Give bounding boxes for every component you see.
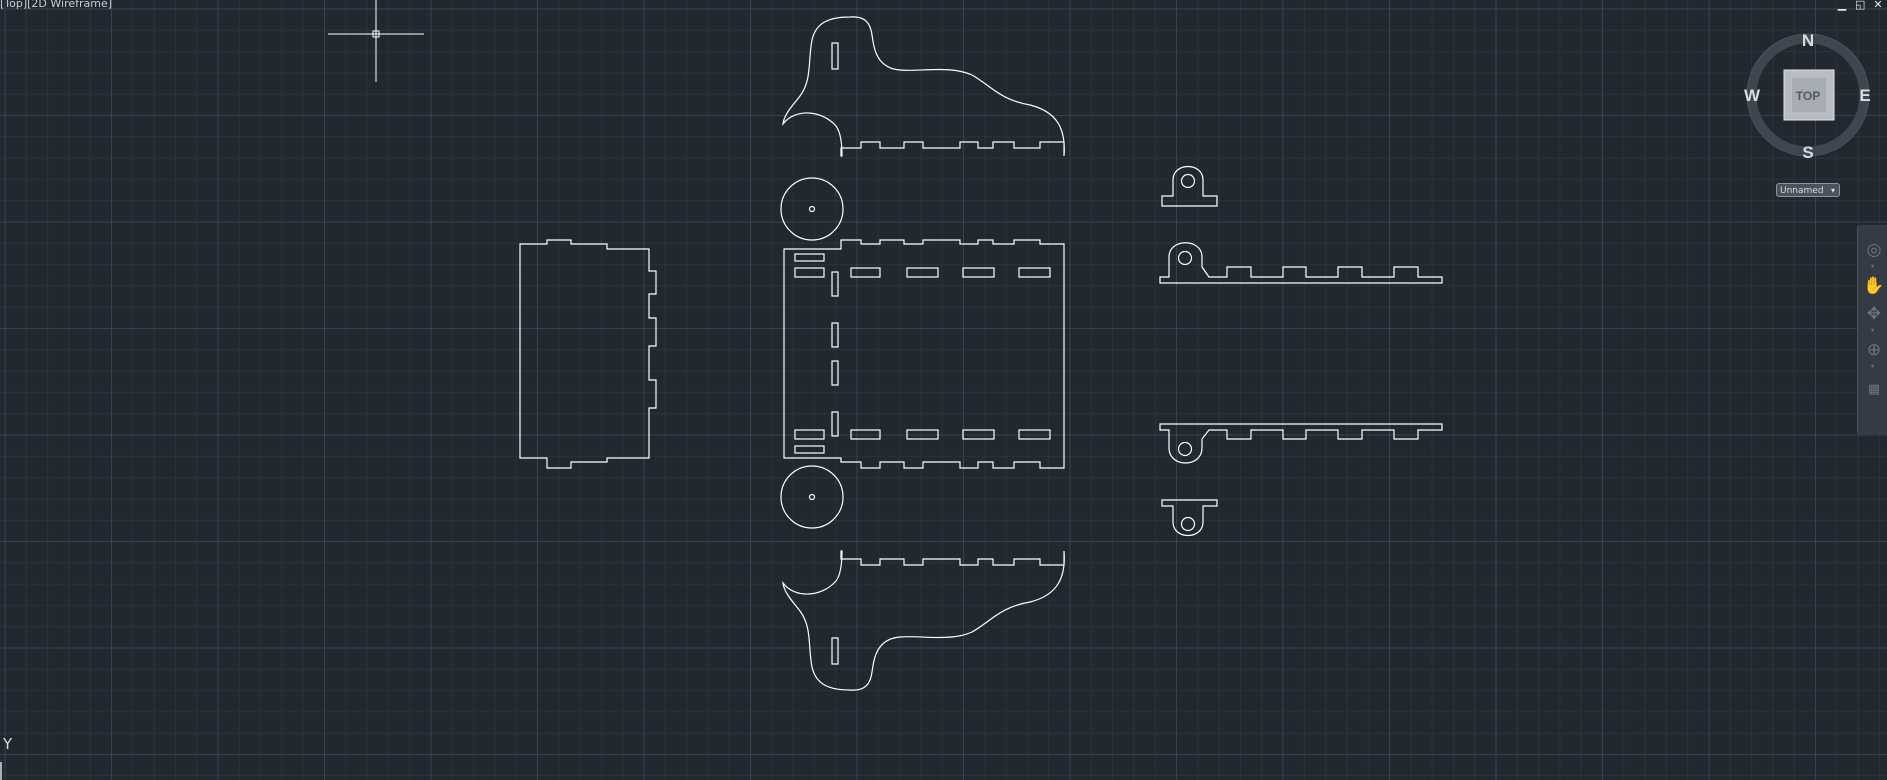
- side-plate-part[interactable]: [519, 239, 657, 469]
- minimize-button[interactable]: ▁: [1837, 0, 1847, 11]
- orbit-icon[interactable]: ⊕: [1866, 340, 1882, 360]
- slot: [831, 637, 839, 665]
- chevron-down-icon[interactable]: ▾: [1871, 363, 1875, 370]
- rail-hole: [1177, 441, 1193, 457]
- steering-wheel-icon[interactable]: ◎: [1866, 240, 1882, 260]
- compass-west[interactable]: W: [1744, 86, 1761, 105]
- viewcube-face-label[interactable]: TOP: [1796, 89, 1820, 103]
- viewport-window-controls: ▁ ◱ ✕: [1837, 0, 1883, 10]
- rail-hole: [1177, 250, 1193, 266]
- restore-button[interactable]: ◱: [1855, 0, 1866, 11]
- wheel-top[interactable]: [780, 177, 844, 241]
- slot: [831, 42, 839, 70]
- chevron-down-icon[interactable]: ▾: [1871, 263, 1875, 270]
- viewcube[interactable]: [1746, 33, 1870, 157]
- wheel-top-hole: [808, 205, 816, 213]
- mount-tab-hole: [1180, 173, 1196, 189]
- base-plate-part[interactable]: [783, 239, 1065, 469]
- showmotion-icon[interactable]: ▦: [1867, 382, 1881, 397]
- ucs-y-axis-label: Y: [3, 735, 13, 753]
- wheel-bottom[interactable]: [780, 465, 844, 529]
- viewcube-compass-ring[interactable]: [1747, 34, 1869, 156]
- navigation-bar: ◎ ▾ ✋ ✥ ▾ ⊕ ▾ ▦: [1857, 225, 1887, 435]
- compass-east[interactable]: E: [1859, 86, 1870, 105]
- head-profile-part-top[interactable]: [782, 16, 1065, 157]
- compass-north[interactable]: N: [1802, 31, 1814, 50]
- head-profile-part-bottom[interactable]: [782, 550, 1065, 691]
- mount-tab-hole: [1180, 516, 1196, 532]
- mount-tab-bottom[interactable]: [1161, 499, 1218, 536]
- base-plate-slots: [794, 253, 1051, 454]
- mount-tab-top[interactable]: [1161, 166, 1218, 207]
- chevron-down-icon[interactable]: ▾: [1871, 327, 1875, 334]
- wcs-menu-label: Unnamed: [1780, 186, 1824, 196]
- compass-south[interactable]: S: [1802, 143, 1813, 162]
- rail-bottom[interactable]: [1159, 423, 1443, 464]
- crosshair-cursor: [328, 0, 424, 82]
- close-button[interactable]: ✕: [1873, 0, 1883, 11]
- wcs-menu[interactable]: Unnamed ▾: [1776, 183, 1840, 197]
- zoom-extents-icon[interactable]: ✥: [1866, 304, 1882, 324]
- pan-hand-icon[interactable]: ✋: [1863, 276, 1885, 296]
- wheel-bottom-hole: [808, 493, 816, 501]
- viewport-controls-label[interactable]: [Top][2D Wireframe]: [0, 0, 113, 10]
- chevron-down-icon: ▾: [1830, 186, 1835, 195]
- rail-top[interactable]: [1159, 242, 1443, 284]
